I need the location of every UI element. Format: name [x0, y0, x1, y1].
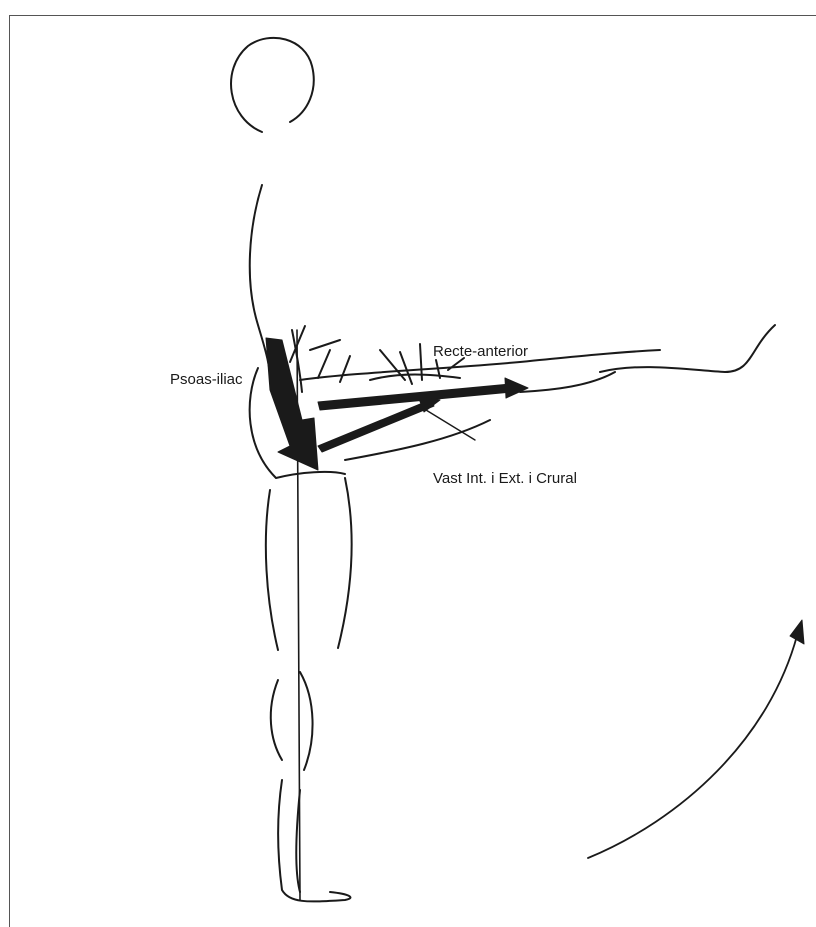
standing-thigh-front — [338, 478, 352, 648]
head-outline — [231, 38, 314, 132]
standing-knee-front — [300, 672, 313, 770]
hatch-10 — [370, 375, 460, 381]
hatch-4 — [340, 356, 350, 382]
standing-shin-back — [278, 780, 350, 901]
recte-label: Recte-anterior — [433, 343, 528, 360]
raised-thigh-bottom — [520, 372, 615, 392]
raised-leg-line — [600, 325, 775, 372]
hatch-6 — [400, 352, 412, 384]
standing-thigh-back — [266, 490, 278, 650]
standing-knee-back — [271, 680, 282, 760]
hatch-2 — [310, 340, 340, 350]
hatch-3 — [318, 350, 330, 378]
psoas-label: Psoas-iliac — [170, 371, 243, 388]
vast-label: Vast Int. i Ext. i Crural — [433, 470, 577, 487]
motion-arrow-head — [790, 620, 804, 644]
recte-arrow-head — [505, 378, 528, 398]
motion-arrow-path — [588, 632, 798, 858]
